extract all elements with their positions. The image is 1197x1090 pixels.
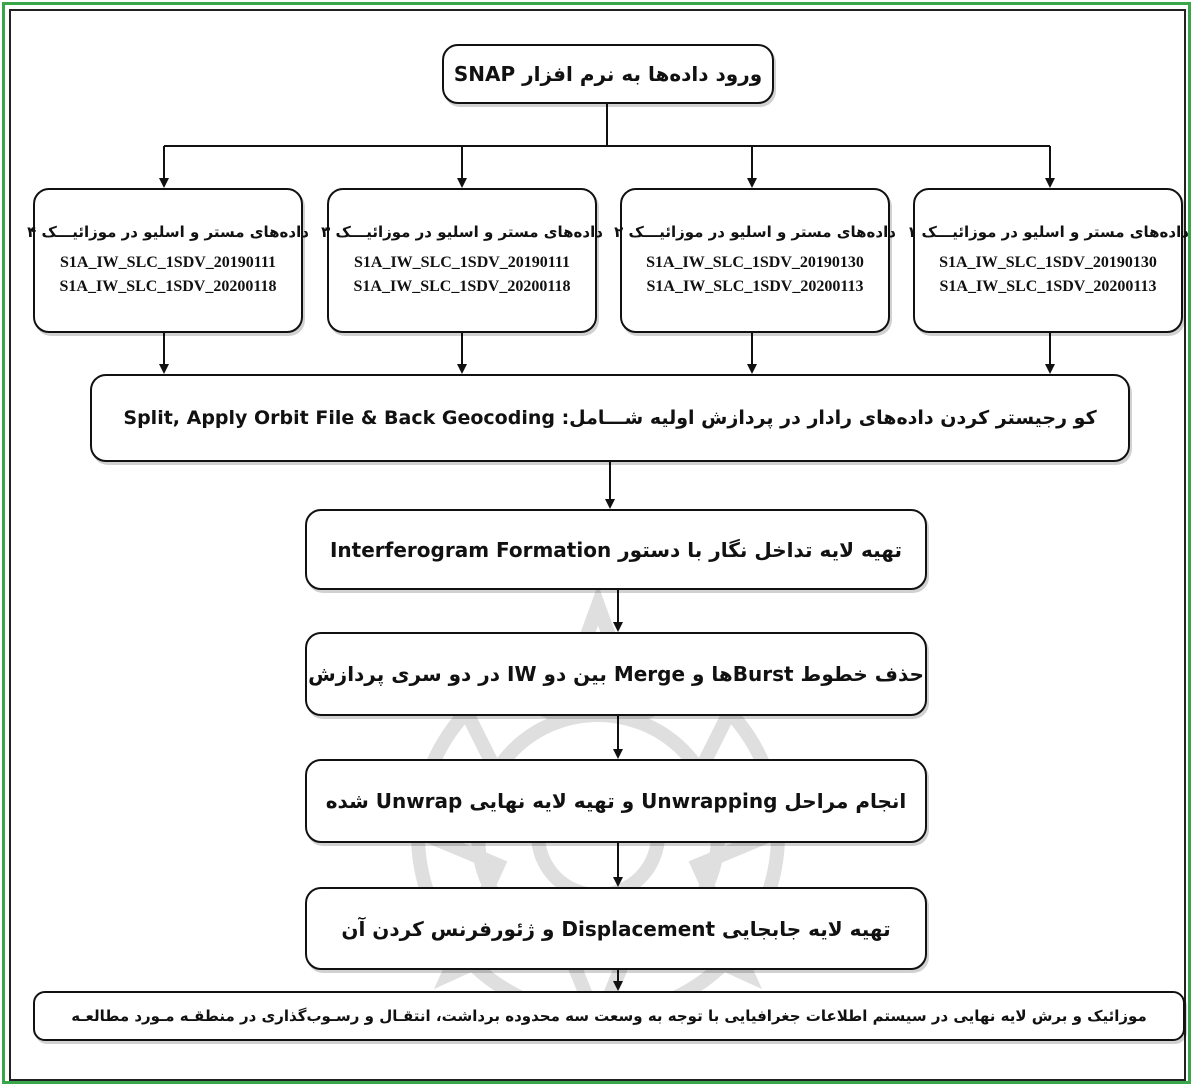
inner-frame xyxy=(9,9,1186,1081)
mosaic-3-scene-master: S1A_IW_SLC_1SDV_20190111 xyxy=(353,253,571,271)
final-mosaic-label: موزائیک و برش لایه نهایی در سیستم اطلاعا… xyxy=(71,1007,1147,1025)
mosaic-4-box: داده‌های مستر و اسلیو در موزائیـــک ۴ S1… xyxy=(27,188,309,333)
mosaic-3-box: داده‌های مستر و اسلیو در موزائیـــک ۳ S1… xyxy=(321,188,603,333)
unwrapping-box: انجام مراحل Unwrapping و تهیه لایه نهایی… xyxy=(305,759,927,843)
mosaic-4-scene-master: S1A_IW_SLC_1SDV_20190111 xyxy=(59,253,277,271)
coregistration-box: کو رجیستر کردن داده‌های رادار در پردازش … xyxy=(90,374,1130,462)
mosaic-1-box: داده‌های مستر و اسلیو در موزائیـــک ۱ S1… xyxy=(907,188,1189,333)
mosaic-3-scene-slave: S1A_IW_SLC_1SDV_20200118 xyxy=(353,277,571,295)
mosaic-4-scene-slave: S1A_IW_SLC_1SDV_20200118 xyxy=(59,277,277,295)
start-label: ورود داده‌ها به نرم افزار SNAP xyxy=(453,62,763,86)
mosaic-2-scene-master: S1A_IW_SLC_1SDV_20190130 xyxy=(646,253,864,271)
interferogram-label: تهیه لایه تداخل نگار با دستور Interferog… xyxy=(329,537,903,562)
unwrapping-label: انجام مراحل Unwrapping و تهیه لایه نهایی… xyxy=(325,789,907,813)
displacement-box: تهیه لایه جابجایی Displacement و ژئورفرن… xyxy=(305,887,927,970)
deburst-merge-box: حذف خطوط Burstها و Merge بین دو IW در دو… xyxy=(305,632,927,716)
deburst-merge-label: حذف خطوط Burstها و Merge بین دو IW در دو… xyxy=(308,662,924,686)
coregistration-label: کو رجیستر کردن داده‌های رادار در پردازش … xyxy=(123,407,1097,429)
mosaic-2-scene-slave: S1A_IW_SLC_1SDV_20200113 xyxy=(646,277,864,295)
start-box: ورود داده‌ها به نرم افزار SNAP xyxy=(442,44,774,104)
mosaic-2-title: داده‌های مستر و اسلیو در موزائیـــک ۲ xyxy=(614,222,896,241)
mosaic-2-box: داده‌های مستر و اسلیو در موزائیـــک ۲ S1… xyxy=(614,188,896,333)
mosaic-3-title: داده‌های مستر و اسلیو در موزائیـــک ۳ xyxy=(321,222,603,241)
displacement-label: تهیه لایه جابجایی Displacement و ژئورفرن… xyxy=(341,916,891,941)
interferogram-box: تهیه لایه تداخل نگار با دستور Interferog… xyxy=(305,509,927,590)
mosaic-1-title: داده‌های مستر و اسلیو در موزائیـــک ۱ xyxy=(907,222,1189,241)
mosaic-4-title: داده‌های مستر و اسلیو در موزائیـــک ۴ xyxy=(27,222,309,241)
final-mosaic-box: موزائیک و برش لایه نهایی در سیستم اطلاعا… xyxy=(33,991,1185,1041)
mosaic-1-scene-master: S1A_IW_SLC_1SDV_20190130 xyxy=(939,253,1157,271)
mosaic-1-scene-slave: S1A_IW_SLC_1SDV_20200113 xyxy=(939,277,1157,295)
